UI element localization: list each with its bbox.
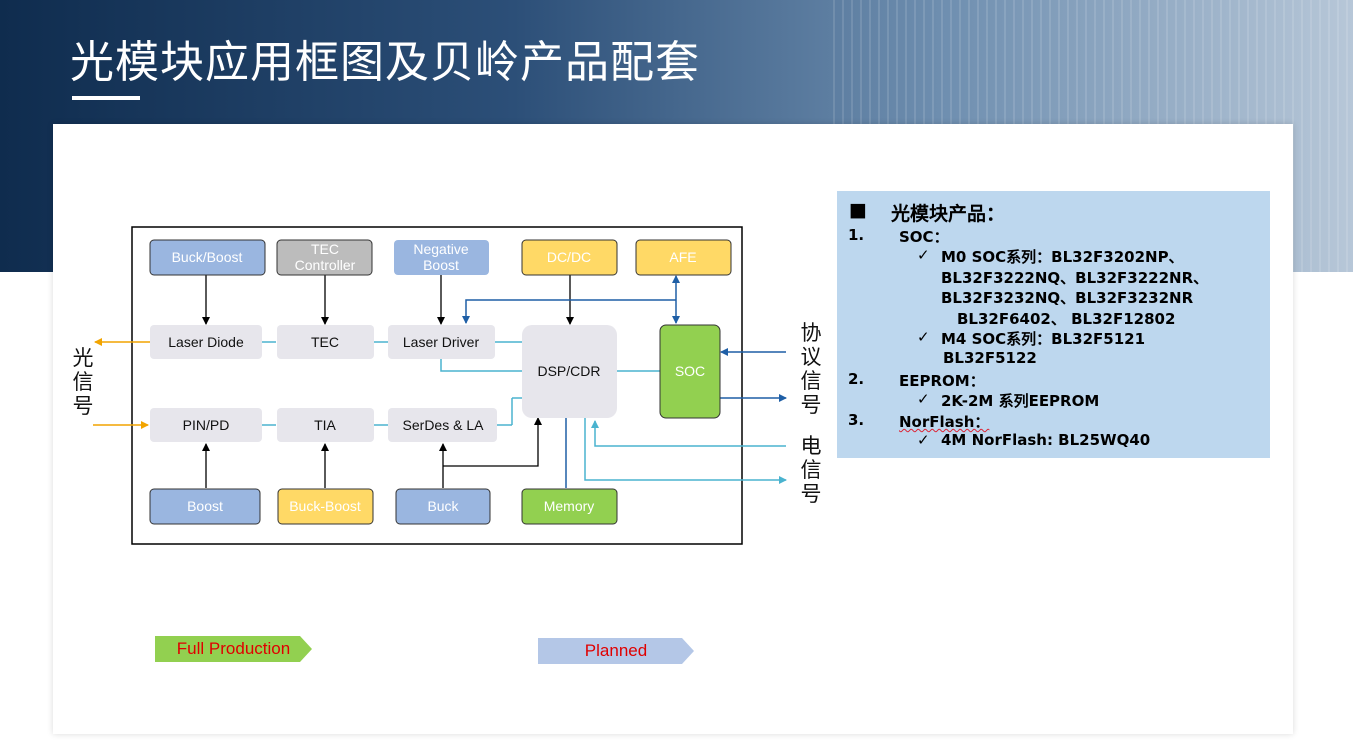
legend-full-production-label: Full Production [176,639,291,658]
item-label-norflash: NorFlash： [899,413,990,431]
svg-text:SerDes & LA: SerDes & LA [403,417,485,433]
svg-text:AFE: AFE [669,249,696,265]
svg-text:Controller: Controller [295,257,356,273]
svg-text:SOC: SOC [675,363,705,379]
node-pin-pd: PIN/PD [150,408,262,442]
svg-text:Laser Diode: Laser Diode [168,334,244,350]
check-icon: ✓ [917,390,930,408]
legend-planned-label: Planned [584,641,648,660]
svg-text:TIA: TIA [314,417,336,433]
check-icon: ✓ [917,246,930,264]
legend-arrow-shape [155,636,312,662]
node-laser-driver: Laser Driver [388,325,495,359]
svg-text:Buck: Buck [427,498,459,514]
item-label-soc: SOC： [899,228,949,246]
soc-m4-line-1: M4 SOC系列：BL32F5121 [941,330,1146,348]
node-tec: TEC [277,325,374,359]
node-tia: TIA [277,408,374,442]
control-lines [462,275,787,488]
soc-m0-line-4: BL32F6402、 BL32F12802 [957,310,1176,328]
protocol-signal-label: 协 议 信 号 [801,321,822,417]
item-number-norflash: 3. [848,411,865,429]
node-buck: Buck [395,488,491,525]
item-number-eeprom: 2. [848,370,865,388]
svg-text:TEC: TEC [311,334,339,350]
node-laser-diode: Laser Diode [150,325,262,359]
node-negative-boost: Negative Boost [394,240,489,275]
node-serdes-la: SerDes & LA [388,408,497,442]
node-afe: AFE [635,239,732,276]
soc-m0-line-2: BL32F3222NQ、BL32F3222NR、 [941,269,1209,287]
node-memory: Memory [521,488,618,525]
svg-text:号: 号 [801,482,822,506]
title-underline [72,96,140,100]
node-tec-controller: TEC Controller [276,239,373,276]
node-buck-boost-bottom: Buck-Boost [277,488,374,525]
svg-text:Laser Driver: Laser Driver [403,334,480,350]
svg-text:电: 电 [801,434,822,458]
svg-text:协: 协 [801,321,822,345]
norflash-line: 4M NorFlash: BL25WQ40 [941,431,1151,449]
info-heading: 光模块产品： [891,203,1006,225]
power-arrows [202,274,574,488]
electrical-signal-label: 电 信 号 [801,434,822,506]
svg-text:号: 号 [73,394,94,418]
svg-text:Negative: Negative [413,241,468,257]
legend-full-production: Full Production [155,636,312,662]
signal-lines [262,341,787,484]
eeprom-line: 2K-2M 系列EEPROM [941,392,1100,410]
legend-arrow-shape [538,638,694,664]
page-title: 光模块应用框图及贝岭产品配套 [70,37,700,88]
soc-m0-line-3: BL32F3232NQ、BL32F3232NR [941,289,1194,307]
soc-m0-line-1: M0 SOC系列：BL32F3202NP、 [941,248,1184,266]
svg-text:PIN/PD: PIN/PD [183,417,230,433]
node-soc: SOC [659,324,721,419]
product-info-box: ■ 光模块产品： 1. SOC： ✓ M0 SOC系列：BL32F3202NP、… [837,191,1270,458]
svg-text:信: 信 [801,369,822,393]
svg-text:DSP/CDR: DSP/CDR [537,363,600,379]
svg-text:议: 议 [801,345,822,369]
svg-text:信: 信 [801,458,822,482]
legend-planned: Planned [538,638,694,664]
svg-text:Memory: Memory [544,498,595,514]
svg-text:Buck-Boost: Buck-Boost [289,498,361,514]
svg-text:号: 号 [801,393,822,417]
item-label-eeprom: EEPROM： [899,372,985,390]
node-boost: Boost [149,488,261,525]
node-buck-boost-top: Buck/Boost [149,239,266,276]
svg-text:信: 信 [73,370,94,394]
check-icon: ✓ [917,431,930,449]
node-dcdc: DC/DC [521,239,618,276]
svg-text:Boost: Boost [187,498,223,514]
optical-signal-label: 光 信 号 [73,346,94,418]
node-dsp-cdr: DSP/CDR [522,325,617,418]
svg-text:Buck/Boost: Buck/Boost [172,249,243,265]
svg-text:Boost: Boost [423,257,459,273]
svg-text:TEC: TEC [311,241,339,257]
check-icon: ✓ [917,328,930,346]
svg-text:光: 光 [73,346,94,370]
svg-text:DC/DC: DC/DC [547,249,591,265]
item-number-soc: 1. [848,226,865,244]
heading-bullet: ■ [849,199,867,221]
soc-m4-line-2: BL32F5122 [943,349,1037,367]
